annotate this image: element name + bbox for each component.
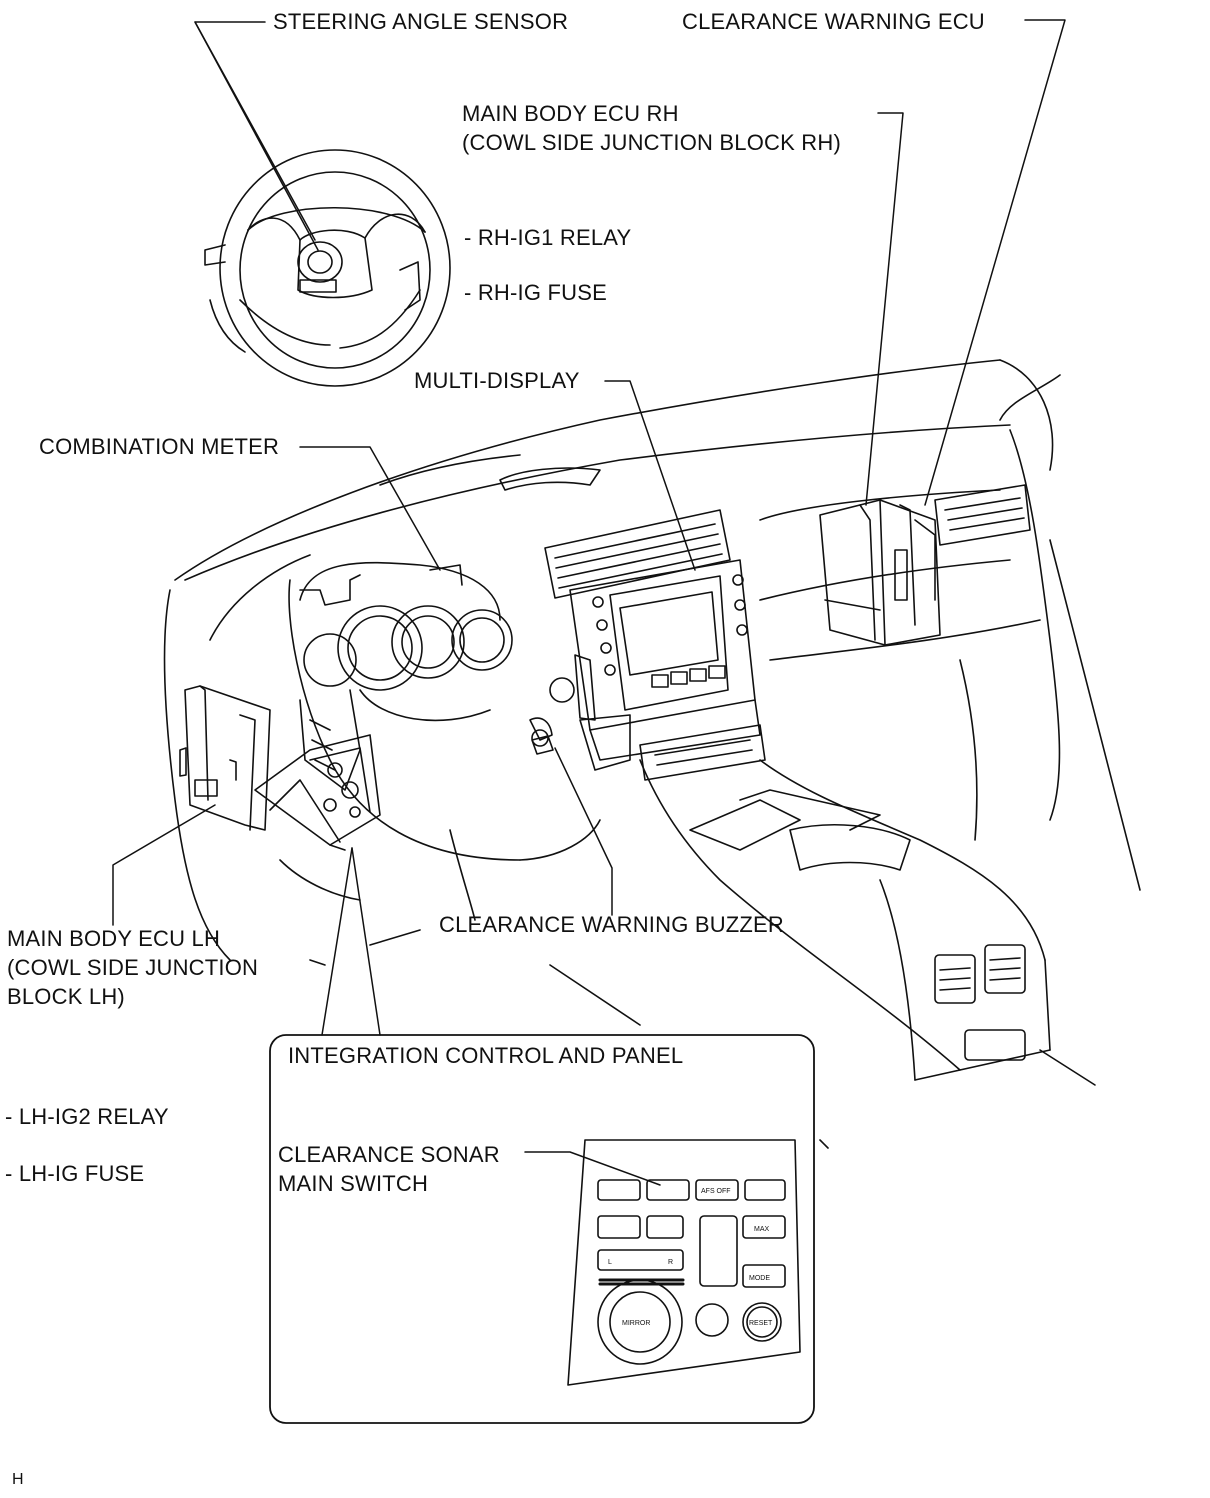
left-mirror-label: L: [608, 1259, 612, 1266]
right-mirror-label: R: [668, 1259, 673, 1266]
main-body-ecu-lh-sublabel-1: (COWL SIDE JUNCTION: [7, 955, 259, 980]
reset-button-label: RESET: [749, 1320, 773, 1327]
afs-off-label: AFS OFF: [701, 1188, 731, 1195]
main-body-ecu-rh-sublabel: (COWL SIDE JUNCTION BLOCK RH): [462, 130, 842, 155]
main-body-ecu-rh-label: MAIN BODY ECU RH: [462, 101, 679, 126]
clearance-warning-ecu-label: CLEARANCE WARNING ECU: [682, 9, 985, 34]
lh-ig2-relay-label: - LH-IG2 RELAY: [5, 1104, 169, 1129]
max-button-label: MAX: [754, 1226, 770, 1233]
main-body-ecu-lh-label: MAIN BODY ECU LH: [7, 926, 221, 951]
rh-ig1-relay-label: - RH-IG1 RELAY: [464, 225, 632, 250]
clearance-sonar-switch-label: CLEARANCE SONAR: [278, 1142, 500, 1167]
dashboard-illustration: [163, 359, 1141, 1149]
steering-angle-sensor-label: STEERING ANGLE SENSOR: [273, 9, 569, 34]
mirror-button-label: MIRROR: [622, 1320, 650, 1327]
integration-panel-inset: [269, 1034, 815, 1424]
integration-control-panel-label: INTEGRATION CONTROL AND PANEL: [288, 1043, 684, 1068]
main-body-ecu-rh-illustration: [819, 499, 941, 646]
combination-meter-label: COMBINATION METER: [39, 434, 280, 459]
steering-wheel-illustration: [204, 149, 451, 387]
leader-lines: [112, 19, 1066, 1186]
clearance-sonar-switch-sublabel: MAIN SWITCH: [278, 1171, 429, 1196]
integration-control-panel-illustration: [567, 1139, 801, 1386]
clearance-warning-buzzer-label: CLEARANCE WARNING BUZZER: [439, 912, 785, 937]
multi-display-label: MULTI-DISPLAY: [414, 368, 580, 393]
main-body-ecu-lh-illustration: [179, 685, 381, 851]
rh-ig-fuse-label: - RH-IG FUSE: [464, 280, 607, 305]
main-body-ecu-lh-sublabel-2: BLOCK LH): [7, 984, 125, 1009]
combination-meter-illustration: [299, 561, 513, 791]
mode-button-label: MODE: [749, 1275, 770, 1282]
clearance-warning-buzzer-illustration: [531, 729, 554, 755]
corner-code-label: H: [12, 1471, 24, 1488]
center-stack-illustration: [529, 509, 766, 781]
lh-ig-fuse-label: - LH-IG FUSE: [5, 1161, 145, 1186]
